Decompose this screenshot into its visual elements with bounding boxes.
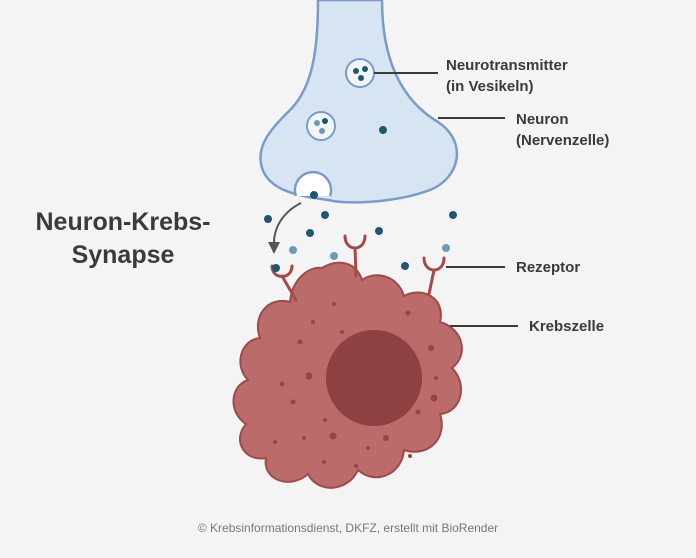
diagram-title: Neuron-Krebs- Synapse — [8, 206, 238, 272]
neuron-shape — [259, 0, 459, 204]
receptor-2 — [343, 234, 367, 278]
vesicle-2 — [306, 111, 336, 141]
image-credit: © Krebsinformationsdienst, DKFZ, erstell… — [197, 521, 499, 535]
receptor-3 — [422, 256, 446, 296]
label-rezeptor: Rezeptor — [516, 259, 581, 276]
fusing-vesicle — [293, 170, 333, 199]
title-line-2: Synapse — [71, 241, 175, 269]
cytoplasm-dots — [273, 302, 438, 468]
title-line-1: Neuron-Krebs- — [35, 208, 211, 236]
vesicle-1 — [345, 58, 375, 88]
release-arrow — [268, 202, 302, 254]
label-krebszelle: Krebszelle — [529, 318, 605, 335]
bound-neurotransmitter — [272, 264, 280, 272]
cancer-cell-nucleus — [326, 330, 422, 426]
leader-lines — [374, 72, 518, 327]
neurotransmitter-molecule — [379, 126, 387, 134]
label-neuron: Neuron (Nervenzelle) — [516, 111, 610, 149]
label-neurotransmitter: Neurotransmitter (in Vesikeln) — [446, 57, 568, 95]
